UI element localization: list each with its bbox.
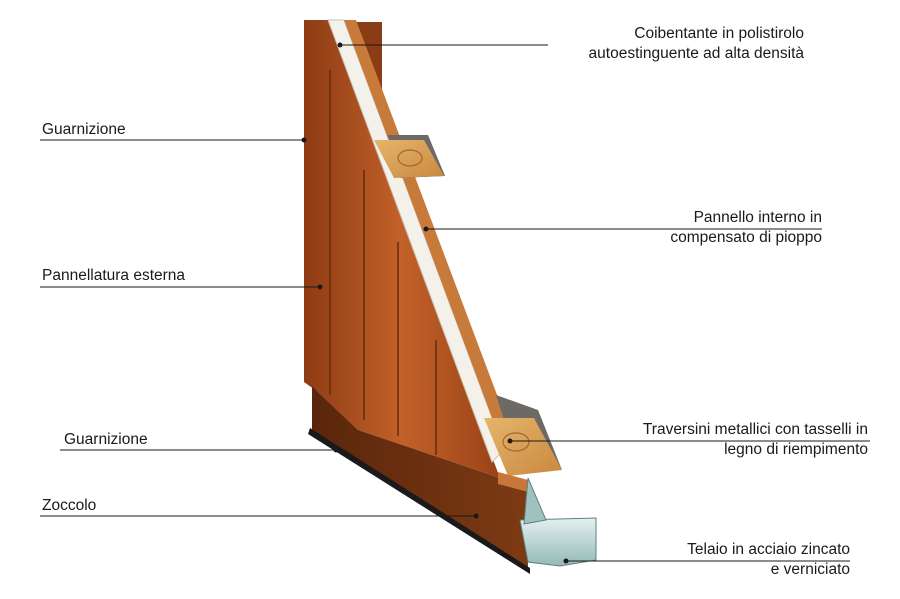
base-plinth <box>312 386 528 570</box>
upper-timber-block <box>374 140 444 178</box>
upper-timber-grain <box>397 149 423 167</box>
lower-timber-grain <box>502 432 530 452</box>
leader-dot-traversini <box>507 438 513 444</box>
leader-dot-zoccolo <box>473 513 479 519</box>
leader-dot-pannellatura-esterna <box>317 284 323 290</box>
label-traversini-line2: legno di riempimento <box>724 441 868 458</box>
leader-dot-guarnizione-top <box>301 137 307 143</box>
label-telaio: Telaio in acciaio zincato e verniciato <box>687 540 850 580</box>
steel-frame <box>519 517 597 567</box>
label-coibentante: Coibentante in polistirolo autoestinguen… <box>589 24 804 64</box>
label-guarnizione-top: Guarnizione <box>42 121 126 138</box>
bottom-gasket <box>308 428 530 574</box>
lower-timber-block <box>484 418 562 476</box>
label-pannello-interno-line2: compensato di pioppo <box>670 229 822 246</box>
leader-dot-pannello-interno <box>423 226 429 232</box>
label-coibentante-line2: autoestinguente ad alta densità <box>588 45 804 62</box>
label-coibentante-line1: Coibentante in polistirolo <box>634 25 804 42</box>
leader-dot-coibentante <box>337 42 343 48</box>
label-zoccolo: Zoccolo <box>42 497 97 514</box>
label-pannello-interno-line1: Pannello interno in <box>693 209 822 226</box>
label-pannello-interno: Pannello interno in compensato di pioppo <box>670 208 822 248</box>
outer-paneling <box>304 20 500 478</box>
label-telaio-line1: Telaio in acciaio zincato <box>687 541 850 558</box>
label-pannellatura-esterna: Pannellatura esterna <box>42 267 186 284</box>
base-top-edge <box>498 472 528 492</box>
paneling-grooves <box>329 70 437 455</box>
steel-frame-lip <box>523 477 547 525</box>
leader-dot-telaio <box>563 558 569 564</box>
label-telaio-line2: e verniciato <box>770 561 850 578</box>
label-traversini-line1: Traversini metallici con tasselli in <box>642 421 868 438</box>
label-guarnizione-bottom: Guarnizione <box>64 431 148 448</box>
leader-dot-guarnizione-bottom <box>333 447 339 453</box>
label-traversini: Traversini metallici con tasselli in leg… <box>643 420 868 460</box>
inner-plywood-strip <box>344 20 514 450</box>
